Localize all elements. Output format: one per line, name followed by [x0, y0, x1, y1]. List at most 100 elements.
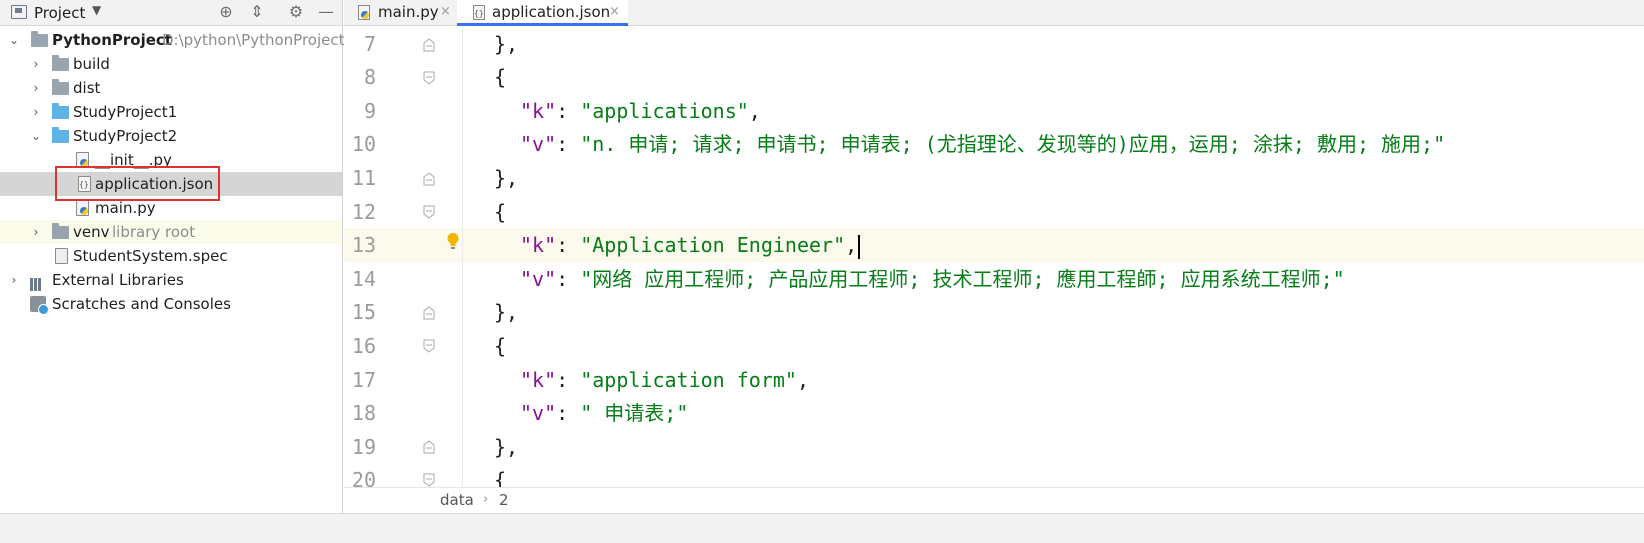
tree-item-label: main.py: [95, 199, 156, 217]
close-icon[interactable]: ×: [440, 4, 451, 19]
json-file-icon: [473, 5, 485, 20]
chevron-down-icon[interactable]: ⌄: [30, 129, 42, 143]
fold-end-icon[interactable]: [422, 172, 436, 186]
intention-bulb-icon[interactable]: [446, 232, 460, 250]
tree-item-label: build: [73, 55, 110, 73]
line-number: 10: [351, 132, 376, 157]
tab-label: application.json: [492, 3, 611, 21]
folder-icon: [52, 79, 69, 95]
tree-item-venv[interactable]: › venv library root: [0, 220, 342, 244]
line-number: 14: [351, 266, 376, 291]
tree-item-main-py[interactable]: main.py: [0, 196, 342, 220]
text-file-icon: [55, 248, 68, 264]
collapse-all-icon[interactable]: ⇕: [250, 2, 264, 21]
chevron-right-icon[interactable]: ›: [11, 273, 17, 287]
chevron-right-icon[interactable]: ›: [33, 81, 39, 95]
folder-icon: [52, 127, 69, 143]
tree-item-path: D:\python\PythonProject: [162, 31, 345, 49]
code-line: {: [494, 333, 507, 358]
editor-tab-bar: main.py × application.json ×: [344, 0, 1644, 26]
code-line: "v": "网络 应用工程师; 产品应用工程师; 技术工程师; 應用工程師; 应…: [520, 266, 1345, 291]
tree-item-build[interactable]: › build: [0, 52, 342, 76]
tree-item-label: Scratches and Consoles: [52, 295, 231, 313]
line-number: 15: [351, 300, 376, 325]
code-line-current: "k": "Application Engineer",: [520, 229, 861, 263]
chevron-down-icon[interactable]: ▼: [92, 3, 102, 17]
folder-icon: [52, 223, 69, 239]
fold-end-icon[interactable]: [422, 440, 436, 454]
code-line: "k": "applications",: [520, 98, 761, 123]
line-number: 17: [351, 367, 376, 392]
code-line: {: [494, 65, 507, 90]
tree-item-hint: library root: [112, 223, 196, 241]
code-line: {: [494, 199, 507, 224]
fold-start-icon[interactable]: [422, 71, 436, 85]
fold-start-icon[interactable]: [422, 205, 436, 219]
code-editor[interactable]: 7 8 9 10 11 12 13 14 15 16 17 18 19 20 }…: [344, 27, 1644, 487]
bottom-tool-strip: [0, 513, 1644, 543]
fold-end-icon[interactable]: [422, 38, 436, 52]
code-line: {: [494, 468, 507, 487]
code-line: },: [494, 31, 519, 56]
line-number: 18: [351, 401, 376, 426]
line-number: 13: [351, 233, 376, 258]
tree-item-scratches-and-consoles[interactable]: Scratches and Consoles: [0, 292, 342, 316]
line-number: 7: [363, 31, 376, 56]
tree-item-studyproject1[interactable]: › StudyProject1: [0, 100, 342, 124]
breadcrumb-item-data[interactable]: data: [440, 491, 474, 509]
tree-item-label: StudentSystem.spec: [73, 247, 228, 265]
text-caret: [858, 234, 861, 259]
project-view-selector[interactable]: Project: [34, 4, 86, 22]
breadcrumb: data › 2: [344, 487, 1644, 513]
project-view-icon: [11, 5, 27, 19]
tree-item-label: PythonProject: [52, 31, 172, 49]
code-line: "v": "n. 申请; 请求; 申请书; 申请表; (尤指理论、发现等的)应用…: [520, 132, 1446, 157]
line-number: 9: [363, 98, 376, 123]
line-number: 16: [351, 333, 376, 358]
code-line: },: [494, 165, 519, 190]
tree-item-label: venv: [73, 223, 110, 241]
code-line: "v": " 申请表;": [520, 401, 689, 426]
line-number: 20: [351, 468, 376, 487]
current-line-highlight: [344, 228, 1644, 262]
chevron-down-icon[interactable]: ⌄: [8, 33, 20, 47]
tree-item-studyproject2[interactable]: ⌄ StudyProject2: [0, 124, 342, 148]
tree-item-external-libraries[interactable]: › External Libraries: [0, 268, 342, 292]
tree-item-label: External Libraries: [52, 271, 184, 289]
breadcrumb-separator: ›: [483, 492, 489, 507]
code-line: },: [494, 300, 519, 325]
breadcrumb-item-index[interactable]: 2: [499, 491, 509, 509]
locate-file-icon[interactable]: ⊕: [219, 2, 233, 21]
tab-main-py[interactable]: main.py ×: [344, 0, 456, 26]
code-line: "k": "application form",: [520, 367, 810, 392]
gutter-separator: [462, 27, 463, 487]
tree-item-label: StudyProject2: [73, 127, 178, 145]
scratches-icon: [30, 296, 49, 315]
folder-icon: [31, 31, 48, 47]
fold-start-icon[interactable]: [422, 339, 436, 353]
hide-panel-icon[interactable]: —: [318, 2, 334, 21]
tree-item-label: __init__.py: [95, 151, 172, 169]
line-number: 12: [351, 199, 376, 224]
tree-item-init-py[interactable]: __init__.py: [0, 148, 342, 172]
fold-end-icon[interactable]: [422, 306, 436, 320]
python-file-icon: [76, 200, 89, 216]
folder-icon: [52, 103, 69, 119]
tree-item-pythonproject[interactable]: ⌄ PythonProject D:\python\PythonProject: [0, 28, 345, 52]
chevron-right-icon[interactable]: ›: [33, 57, 39, 71]
tab-application-json[interactable]: application.json ×: [457, 0, 628, 26]
gear-icon[interactable]: ⚙: [288, 2, 304, 21]
tree-item-dist[interactable]: › dist: [0, 76, 342, 100]
json-file-icon: [78, 176, 91, 192]
folder-icon: [52, 55, 69, 71]
tree-item-application-json[interactable]: application.json: [0, 172, 342, 196]
chevron-right-icon[interactable]: ›: [33, 105, 39, 119]
fold-start-icon[interactable]: [422, 473, 436, 487]
code-line: },: [494, 434, 519, 459]
chevron-right-icon[interactable]: ›: [33, 225, 39, 239]
line-number: 8: [363, 65, 376, 90]
tree-item-studentsystem-spec[interactable]: StudentSystem.spec: [0, 244, 342, 268]
close-icon[interactable]: ×: [609, 4, 620, 19]
python-file-icon: [358, 5, 370, 20]
tree-item-label: StudyProject1: [73, 103, 178, 121]
